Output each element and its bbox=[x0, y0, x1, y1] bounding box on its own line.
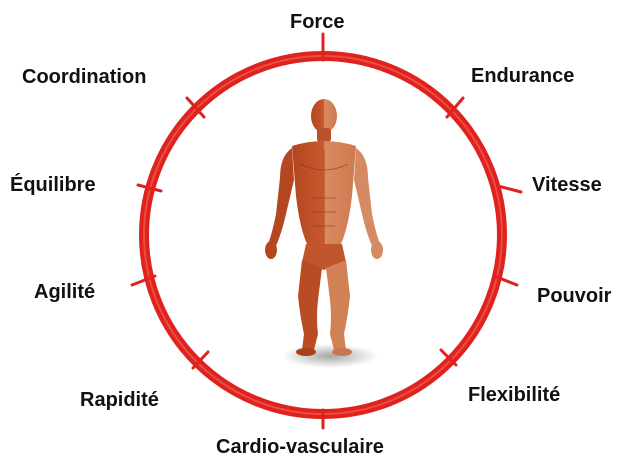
label-coordination: Coordination bbox=[22, 67, 146, 87]
label-force: Force bbox=[290, 12, 344, 32]
label-vitesse: Vitesse bbox=[532, 175, 602, 195]
label-pouvoir: Pouvoir bbox=[537, 286, 611, 306]
label-flexibilite: Flexibilité bbox=[468, 385, 560, 405]
label-cardio-vasculaire: Cardio-vasculaire bbox=[216, 437, 384, 457]
label-rapidite: Rapidité bbox=[80, 390, 159, 410]
label-equilibre: Équilibre bbox=[10, 175, 96, 195]
label-agilite: Agilité bbox=[34, 282, 95, 302]
human-anatomy-figure-icon bbox=[265, 99, 383, 356]
label-endurance: Endurance bbox=[471, 66, 574, 86]
figure-shadow bbox=[282, 344, 378, 368]
